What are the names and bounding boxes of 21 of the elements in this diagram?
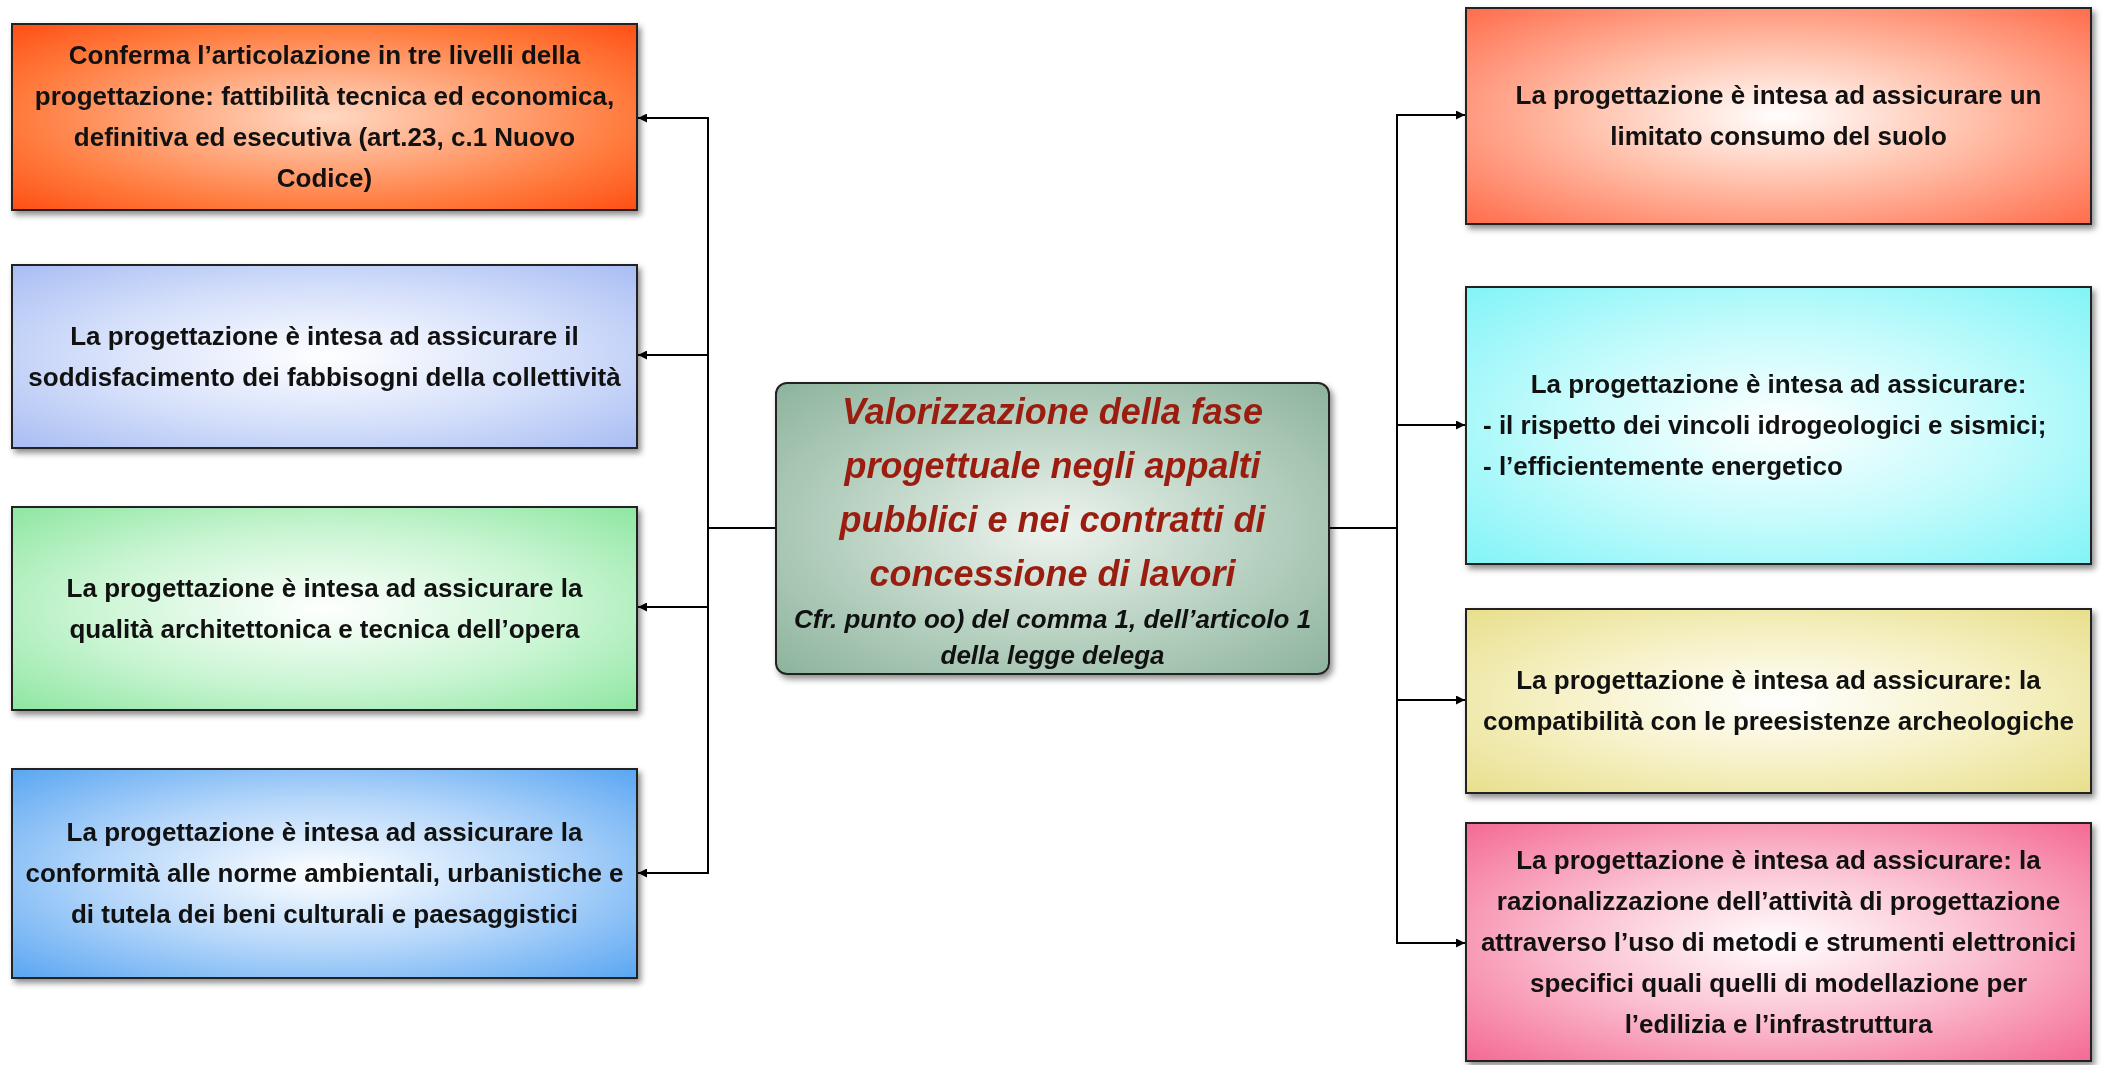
list-item: - il rispetto dei vincoli idrogeologici e sismici; xyxy=(1483,409,2047,442)
text-box xyxy=(11,23,638,211)
box-text: La progettazione è intesa ad assicurare un limitato consumo del suolo xyxy=(1514,79,2043,153)
box-text: Conferma l’articolazione in tre livelli della progettazione: fattibilità tecnica ed economica, definitiva ed esecutiva (art.23, c.1 Nuovo Codice) xyxy=(33,39,616,195)
list-item: - l’efficientemente energetico xyxy=(1483,450,1843,483)
box-text: La progettazione è intesa ad assicurare: la razionalizzazione dell’attività di progettazione attraverso l’uso di metodi e strumenti elettronici specifici quali quelli di modellazione per l’edilizia e l’infrastruttura xyxy=(1479,843,2078,1041)
text-box xyxy=(1465,822,2092,1062)
text-box xyxy=(11,506,638,711)
text-box xyxy=(1465,608,2092,794)
topic-box xyxy=(775,382,1330,675)
box-text: La progettazione è intesa ad assicurare il soddisfacimento dei fabbisogni della collettività xyxy=(27,319,622,394)
text-box xyxy=(1465,286,2092,565)
topic-title: Valorizzazione della fase progettuale negli appalti pubblici e nei contratti di concessione di lavori xyxy=(837,389,1267,596)
text-box xyxy=(1465,7,2092,225)
text-box xyxy=(11,768,638,979)
box-heading: La progettazione è intesa ad assicurare: xyxy=(1530,368,2027,401)
topic-subtitle: Cfr. punto oo) del comma 1, dell’articolo 1 della legge delega xyxy=(792,602,1313,672)
text-box xyxy=(11,264,638,449)
box-text: La progettazione è intesa ad assicurare: la compatibilità con le preesistenze archeologiche xyxy=(1482,664,2075,738)
box-text: La progettazione è intesa ad assicurare la conformità alle norme ambientali, urbanistiche e di tutela dei beni culturali e paesaggistici xyxy=(25,816,624,931)
box-text: La progettazione è intesa ad assicurare la qualità architettonica e tecnica dell’opera xyxy=(65,571,584,646)
